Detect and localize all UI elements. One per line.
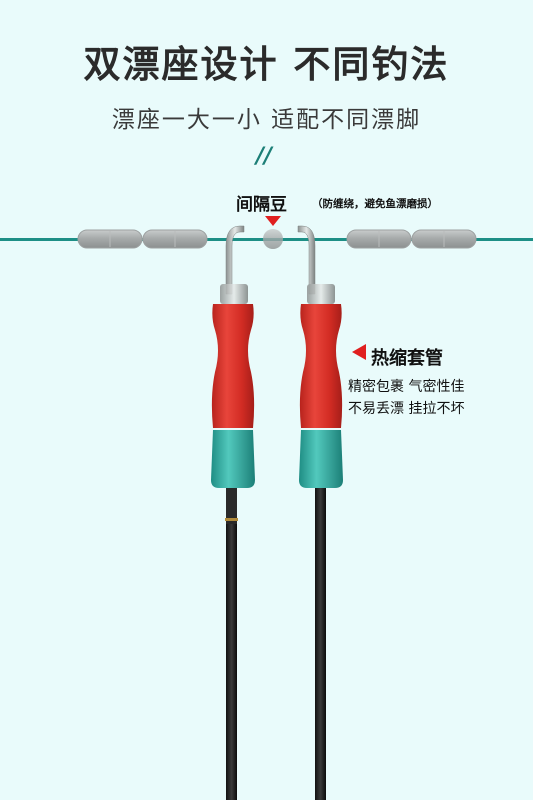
page-title: 双漂座设计 不同钓法 — [83, 43, 450, 86]
spacer-note: （防缠绕，避免鱼漂磨损） — [312, 198, 438, 210]
left-beads — [77, 229, 208, 249]
sleeve-label: 热缩套管 — [371, 348, 443, 369]
sleeve-pointer-icon — [352, 344, 366, 360]
spacer-pointer-icon — [265, 216, 281, 226]
quote-mark-icon: // — [256, 144, 273, 169]
right-beads — [346, 229, 477, 249]
right-float-seat — [297, 225, 343, 800]
spacer-label: 间隔豆 — [236, 195, 287, 215]
page-subtitle: 漂座一大一小 适配不同漂脚 — [111, 107, 422, 133]
sleeve-feature-1: 精密包裹 气密性佳 — [348, 379, 465, 395]
spacer-bead — [263, 229, 283, 249]
sleeve-feature-2: 不易丢漂 挂拉不坏 — [348, 401, 465, 417]
left-float-seat — [211, 225, 255, 800]
